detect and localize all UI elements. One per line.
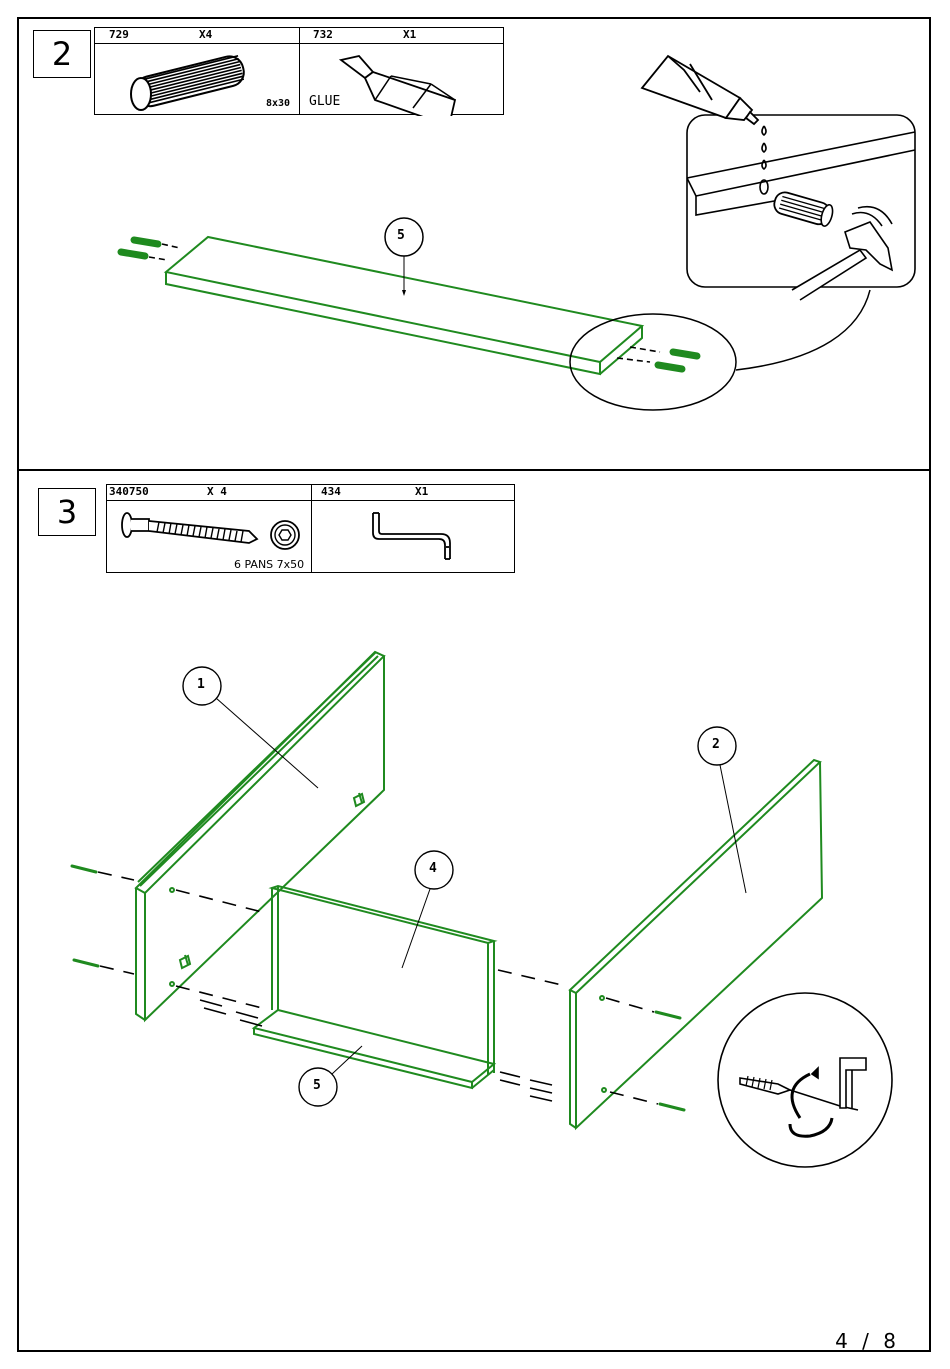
page-number: 4 / 8 <box>835 1329 900 1353</box>
panel-5 <box>254 1010 494 1088</box>
page-total: 8 <box>883 1329 900 1353</box>
panel-1 <box>136 652 384 1020</box>
callout-label-1: 1 <box>197 677 205 692</box>
callout-label-2: 2 <box>712 737 720 752</box>
screws <box>72 866 684 1110</box>
callout-label-4: 4 <box>429 861 437 876</box>
page-separator: / <box>862 1329 873 1353</box>
page-current: 4 <box>835 1329 852 1353</box>
callout-label-5: 5 <box>313 1078 321 1093</box>
